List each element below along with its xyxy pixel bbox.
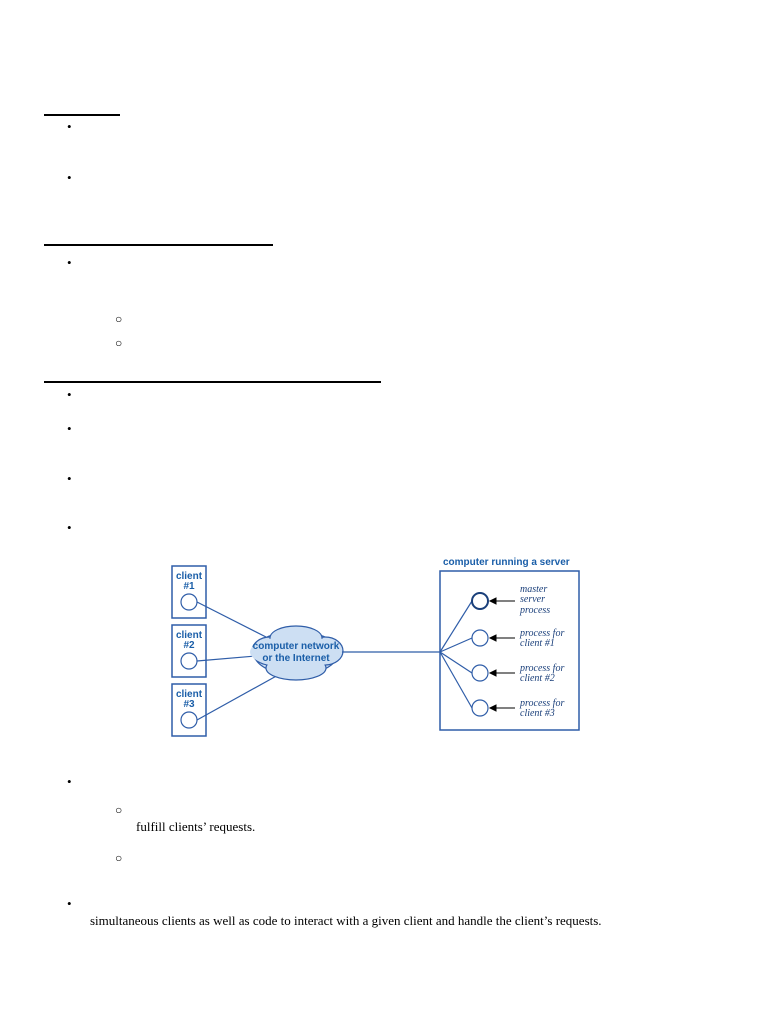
sub-bullet: ○ [115, 803, 123, 817]
client-1-box: client #1 [171, 565, 207, 619]
network-label-line2: or the Internet [262, 653, 330, 664]
process-2-label-line2: client #2 [520, 673, 555, 684]
item-continuation-text: simultaneous clients as well as code to … [90, 913, 602, 928]
section-3-heading-underline [44, 381, 381, 383]
section-2-heading-underline [44, 244, 273, 246]
server-title: computer running a server [443, 557, 570, 568]
client-3-label-line1: client [176, 689, 203, 700]
client-1-link [196, 601, 267, 638]
master-process-label-line3: process [519, 605, 550, 616]
master-process-label-line1: master [520, 584, 547, 595]
process-2-circle [471, 664, 489, 682]
bullet: • [67, 387, 72, 402]
process-1-circle [471, 629, 489, 647]
sub-item-continuation-text: fulfill clients’ requests. [136, 819, 256, 834]
bullet: • [67, 896, 72, 911]
sub-bullet: ○ [115, 851, 123, 865]
bullet: • [67, 520, 72, 535]
master-process-circle [471, 592, 489, 610]
client-2-label-line1: client [176, 630, 203, 641]
client-1-label-line2: #1 [183, 581, 195, 592]
network-label-line1: computer network [253, 641, 340, 652]
client-2-label-line2: #2 [183, 640, 195, 651]
bullet: • [67, 119, 72, 134]
section-1-heading-underline [44, 114, 120, 116]
client-1-label-line1: client [176, 571, 203, 582]
client-2-link [196, 655, 257, 662]
server-box [439, 570, 580, 731]
sub-bullet: ○ [115, 336, 123, 350]
client-server-diagram: client #1 client #2 client #3 [160, 552, 590, 742]
client-2-box: client #2 [171, 624, 207, 678]
sub-bullet: ○ [115, 312, 123, 326]
process-1-label-line2: client #1 [520, 638, 555, 649]
bullet: • [67, 170, 72, 185]
client-3-link [196, 673, 281, 721]
bullet: • [67, 255, 72, 270]
client-3-box: client #3 [171, 683, 207, 737]
network-cloud: computer network or the Internet [250, 625, 344, 681]
bullet: • [67, 421, 72, 436]
process-1-label-line1: process for [519, 628, 564, 639]
process-2-label-line1: process for [519, 663, 564, 674]
process-3-circle [471, 699, 489, 717]
bullet: • [67, 774, 72, 789]
bullet: • [67, 471, 72, 486]
master-process-label-line2: server [520, 594, 545, 605]
process-3-label-line2: client #3 [520, 708, 555, 719]
client-3-label-line2: #3 [183, 699, 195, 710]
process-3-label-line1: process for [519, 698, 564, 709]
